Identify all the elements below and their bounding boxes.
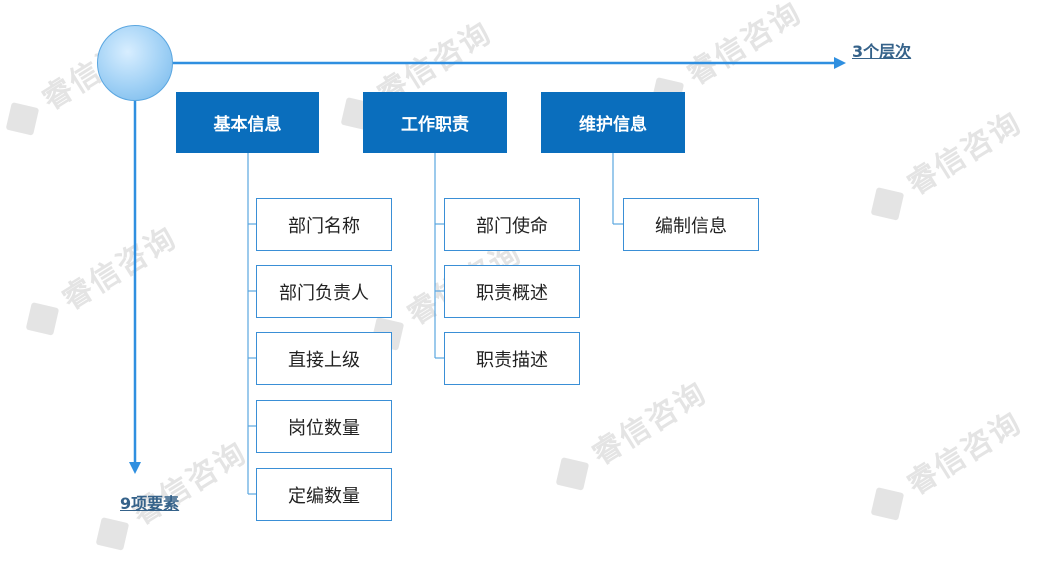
category-header-maintenance: 维护信息 <box>541 92 685 153</box>
element-box: 部门名称 <box>256 198 392 251</box>
origin-circle <box>97 25 173 101</box>
element-box: 直接上级 <box>256 332 392 385</box>
element-box: 岗位数量 <box>256 400 392 453</box>
element-box: 部门负责人 <box>256 265 392 318</box>
vertical-arrow-icon <box>129 462 141 474</box>
element-box: 职责概述 <box>444 265 580 318</box>
element-box: 定编数量 <box>256 468 392 521</box>
element-box: 职责描述 <box>444 332 580 385</box>
horizontal-axis-label: 3个层次 <box>852 42 912 61</box>
horizontal-arrow-icon <box>834 57 846 69</box>
connector-lines <box>247 153 623 495</box>
element-box: 部门使命 <box>444 198 580 251</box>
category-header-duties: 工作职责 <box>363 92 507 153</box>
element-box: 编制信息 <box>623 198 759 251</box>
category-header-basic: 基本信息 <box>176 92 319 153</box>
vertical-axis-label: 9项要素 <box>120 494 180 513</box>
